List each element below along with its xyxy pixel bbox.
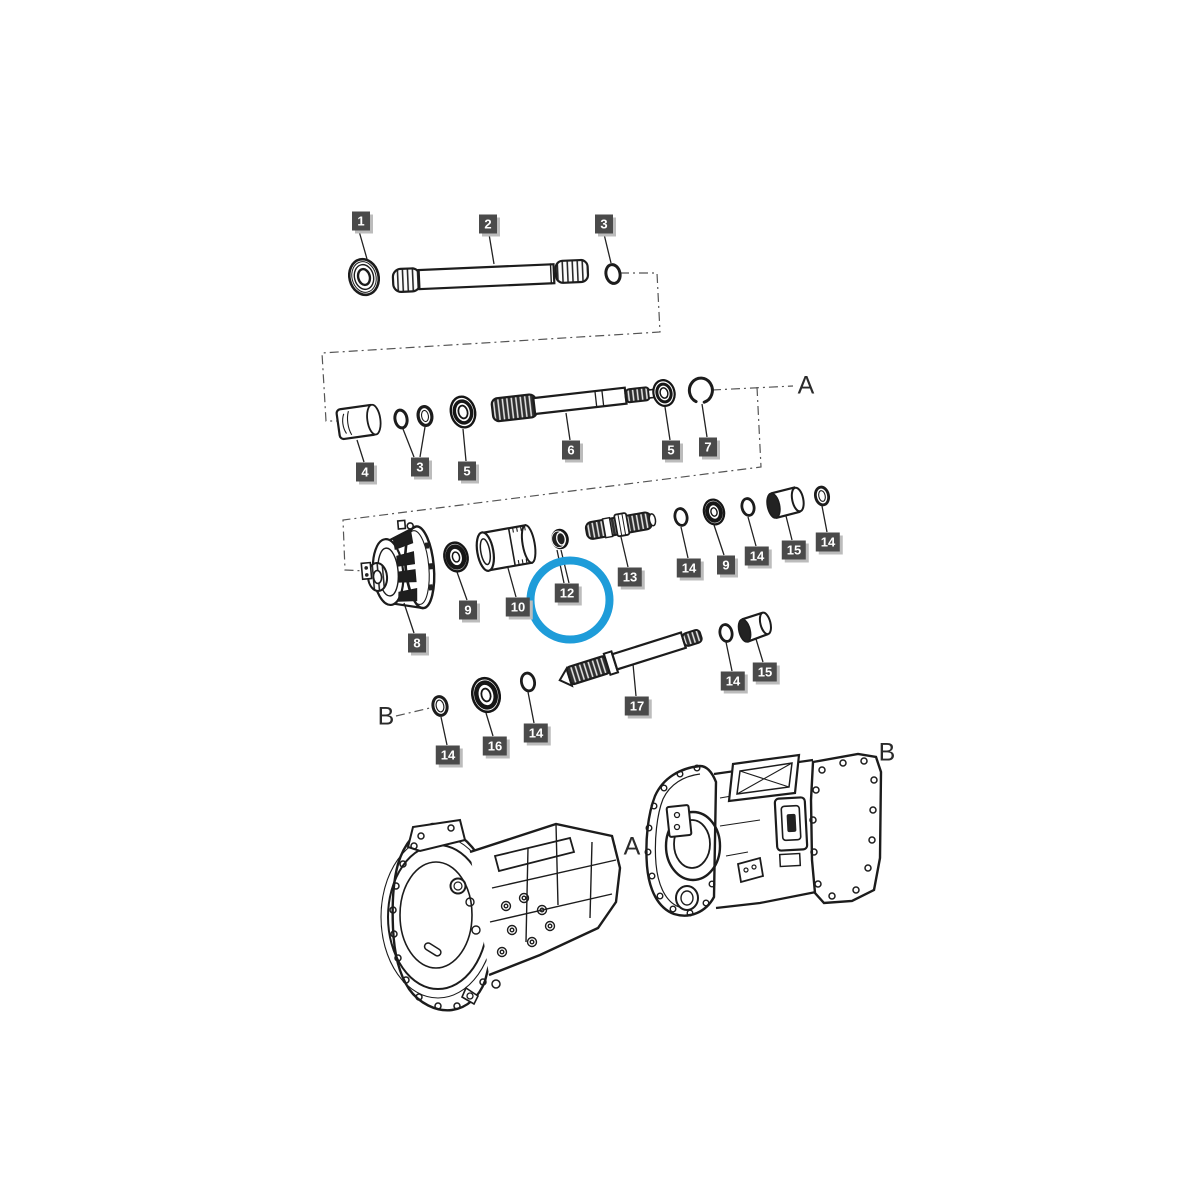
callout-7: 7 bbox=[699, 437, 717, 457]
callout-3: 3 bbox=[595, 214, 613, 234]
part-bushing-4 bbox=[335, 403, 382, 441]
callout-9b: 9 bbox=[717, 555, 735, 575]
part-seal-9b bbox=[702, 498, 726, 526]
letter-b-leader bbox=[395, 706, 435, 717]
callout-16: 16 bbox=[482, 736, 508, 756]
letter-b-housing: B bbox=[878, 738, 896, 767]
part-bearing-1 bbox=[347, 257, 381, 297]
letter-a-housing: A bbox=[623, 832, 641, 861]
part-oring-14d bbox=[431, 695, 449, 717]
part-oring-14a bbox=[673, 507, 689, 527]
highlight-circle-part-12 bbox=[526, 556, 614, 644]
part-shaft-6 bbox=[490, 386, 658, 423]
part-shaft-2 bbox=[391, 258, 590, 293]
callout-8: 8 bbox=[408, 633, 426, 653]
callout-14b: 14 bbox=[744, 546, 770, 566]
callout-5: 5 bbox=[458, 461, 476, 481]
part-bushing-15b bbox=[737, 611, 772, 643]
part-oring-14f bbox=[718, 623, 734, 643]
callout-17: 17 bbox=[624, 696, 650, 716]
part-drum-8 bbox=[360, 519, 436, 610]
part-snapring-7 bbox=[687, 376, 714, 404]
part-oring-14b bbox=[740, 497, 756, 517]
part-oring-14e bbox=[519, 671, 537, 693]
part-collar-12 bbox=[551, 528, 569, 550]
part-oring-3 bbox=[604, 263, 622, 285]
part-seal-9 bbox=[443, 541, 469, 573]
part-bearing-5b bbox=[652, 379, 676, 407]
part-bearing-5 bbox=[449, 395, 477, 429]
callout-2: 2 bbox=[479, 214, 497, 234]
part-oring-14c bbox=[813, 485, 831, 507]
callout-12-highlighted: 12 bbox=[554, 583, 580, 603]
callout-14a: 14 bbox=[676, 558, 702, 578]
callout-14f: 14 bbox=[720, 671, 746, 691]
callout-10: 10 bbox=[505, 597, 531, 617]
housing-b bbox=[644, 752, 883, 917]
letter-b-subassembly: B bbox=[377, 702, 395, 731]
callout-9: 9 bbox=[459, 600, 477, 620]
callout-15a: 15 bbox=[781, 540, 807, 560]
callout-14d: 14 bbox=[435, 745, 461, 765]
letter-a-subassembly: A bbox=[797, 371, 815, 400]
part-sleeve-10 bbox=[475, 524, 537, 573]
callout-6: 6 bbox=[562, 440, 580, 460]
part-shaft-17 bbox=[558, 629, 703, 688]
part-coupling-13 bbox=[584, 511, 657, 540]
callout-14c: 14 bbox=[815, 532, 841, 552]
leader-lines bbox=[356, 230, 828, 746]
housing-a bbox=[380, 818, 622, 1012]
group-box-middle bbox=[342, 385, 794, 572]
callout-14e: 14 bbox=[523, 723, 549, 743]
callout-1: 1 bbox=[352, 211, 370, 231]
part-bushing-15a bbox=[766, 486, 805, 519]
part-bearing-16 bbox=[470, 676, 502, 714]
part-orings-3b bbox=[393, 404, 434, 430]
callout-4: 4 bbox=[356, 462, 374, 482]
callout-3b: 3 bbox=[411, 457, 429, 477]
callout-15b: 15 bbox=[752, 662, 778, 682]
callout-13: 13 bbox=[617, 567, 643, 587]
callout-5b: 5 bbox=[662, 440, 680, 460]
